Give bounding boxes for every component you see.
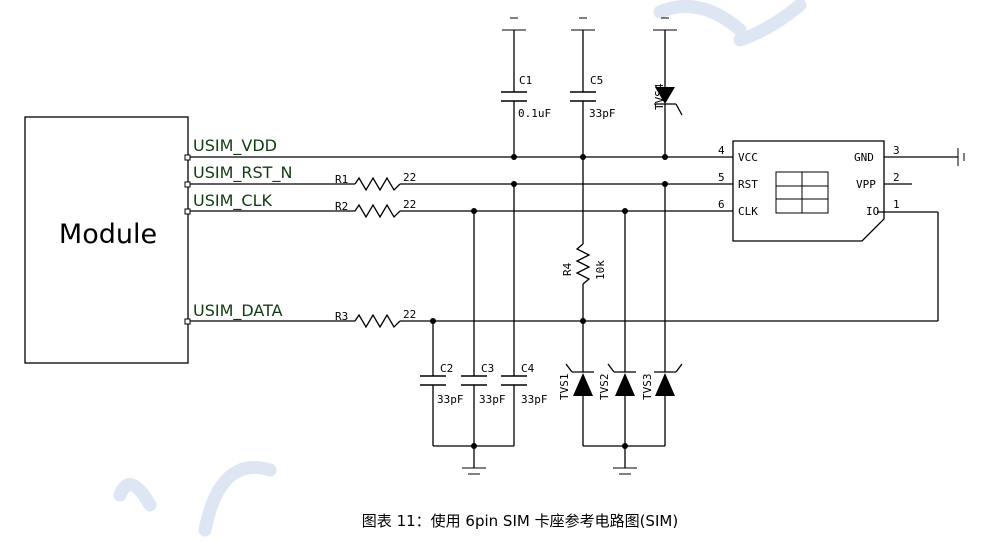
signal-usim-data: USIM_DATA <box>193 301 283 321</box>
sim-pin1-name: IO <box>866 205 879 218</box>
resistor-r1: R1 22 <box>335 171 416 192</box>
c3-value: 33pF <box>479 393 506 406</box>
r1-value: 22 <box>403 171 416 184</box>
tvs-diode-tvs1: TVS1 <box>558 321 594 446</box>
sim-card-holder: 4 VCC 5 RST 6 CLK 3 GND 2 VPP 1 IO <box>718 140 958 242</box>
tvs-diode-tvs3: TVS3 <box>641 184 683 446</box>
r4-ref: R4 <box>561 262 574 276</box>
tvs3-label: TVS3 <box>641 374 654 401</box>
c4-value: 33pF <box>521 393 548 406</box>
sim-pin1-num: 1 <box>893 198 900 211</box>
resistor-r3: R3 22 <box>335 308 416 329</box>
capacitor-c2: C2 33pF <box>420 321 464 446</box>
capacitor-c1: C1 0.1uF <box>501 17 551 157</box>
watermark <box>113 0 807 537</box>
sim-pin3-num: 3 <box>893 144 900 157</box>
sim-pin6-num: 6 <box>718 198 725 211</box>
capacitor-c5: C5 33pF <box>570 17 616 157</box>
sim-pin3-name: GND <box>854 151 874 164</box>
signal-usim-vdd: USIM_VDD <box>193 136 277 156</box>
sim-pin6-name: CLK <box>738 205 758 218</box>
r2-ref: R2 <box>335 200 348 213</box>
r4-value: 10k <box>594 260 607 280</box>
sim-pin2-num: 2 <box>893 171 900 184</box>
tvs1-label: TVS1 <box>558 374 571 401</box>
c4-ref: C4 <box>521 362 535 375</box>
net-wires <box>190 156 939 322</box>
sim-pin4-num: 4 <box>718 144 725 157</box>
c2-ref: C2 <box>440 362 453 375</box>
resistor-r2: R2 22 <box>335 198 416 219</box>
r3-value: 22 <box>403 308 416 321</box>
r2-value: 22 <box>403 198 416 211</box>
module-block: Module <box>24 116 189 364</box>
r1-ref: R1 <box>335 173 348 186</box>
capacitor-c4: C4 33pF <box>501 184 548 446</box>
c5-value: 33pF <box>589 107 616 120</box>
c1-value: 0.1uF <box>518 107 551 120</box>
sim-pin5-name: RST <box>738 178 758 191</box>
sim-gnd-symbol <box>957 148 965 166</box>
c1-ref: C1 <box>519 74 532 87</box>
junction-dots <box>430 154 668 449</box>
tvs-ground <box>583 445 665 475</box>
capacitor-c3: C3 33pF <box>461 211 506 446</box>
tvs-diode-tvs4: TVS4 <box>653 17 683 157</box>
sim-pin2-name: VPP <box>856 178 876 191</box>
tvs2-label: TVS2 <box>598 374 611 401</box>
figure-caption: 图表 11：使用 6pin SIM 卡座参考电路图(SIM) <box>362 512 678 530</box>
tvs4-label: TVS4 <box>653 83 666 110</box>
tvs-diode-tvs2: TVS2 <box>598 211 636 446</box>
signal-usim-clk: USIM_CLK <box>193 191 272 211</box>
cap-ground <box>433 445 514 475</box>
module-label: Module <box>59 219 157 250</box>
resistor-r4: R4 10k <box>561 157 607 321</box>
sim-pin4-name: VCC <box>738 151 758 164</box>
r3-ref: R3 <box>335 310 348 323</box>
signal-usim-rst-n: USIM_RST_N <box>193 163 292 183</box>
sim-contact-icon <box>775 171 829 214</box>
c3-ref: C3 <box>481 362 494 375</box>
c5-ref: C5 <box>590 74 603 87</box>
c2-value: 33pF <box>437 393 464 406</box>
sim-pin5-num: 5 <box>718 171 725 184</box>
